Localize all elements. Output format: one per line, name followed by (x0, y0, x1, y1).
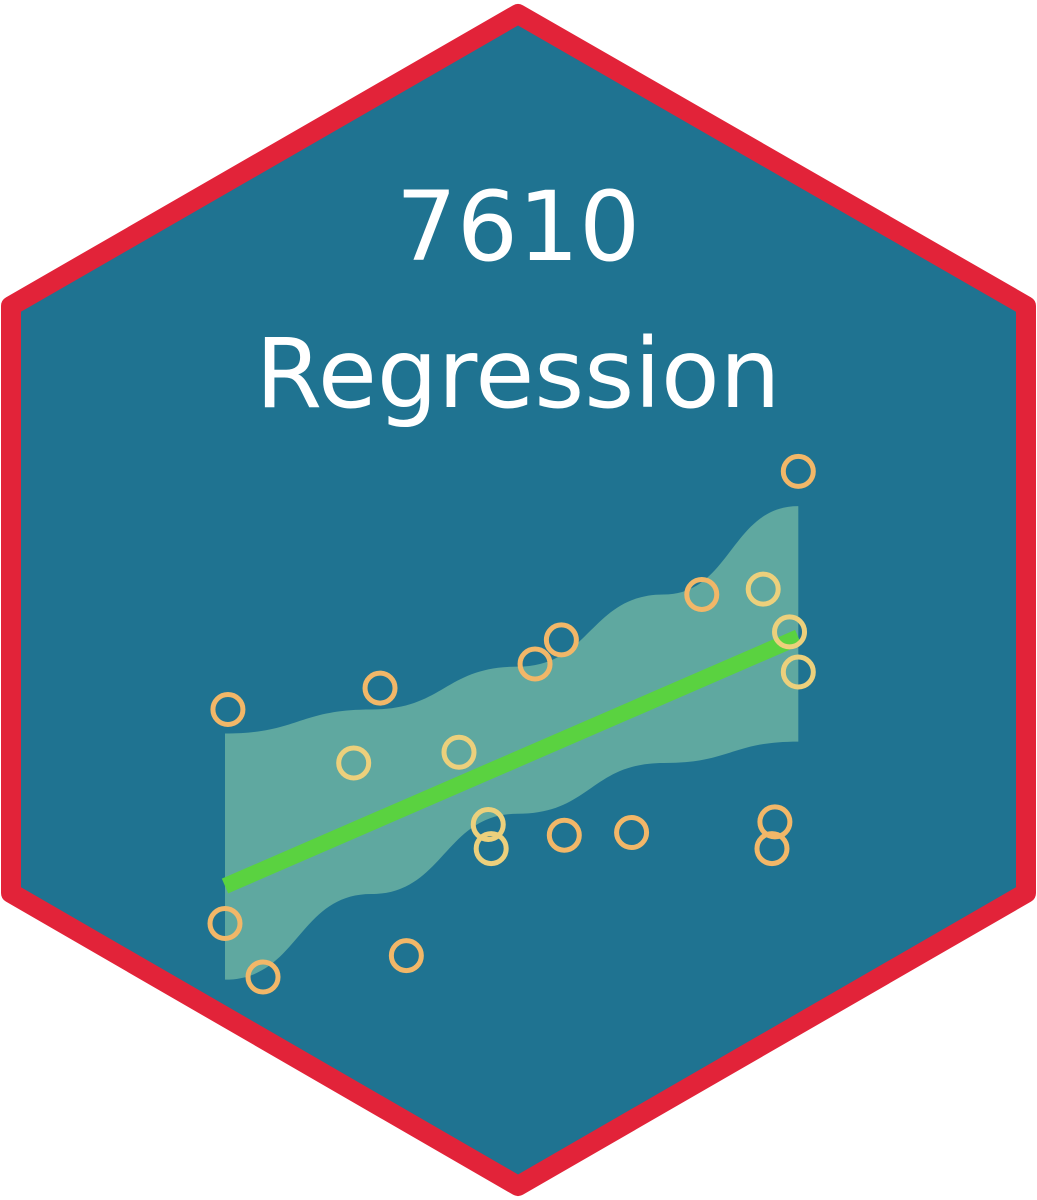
scatter-point (210, 691, 246, 727)
scatter-point (362, 670, 398, 706)
scatter-point (754, 831, 790, 867)
scatter-point (470, 807, 506, 842)
scatter-regression-icon (207, 453, 816, 995)
scatter-point (780, 453, 816, 489)
scatter-point (473, 831, 509, 867)
title-word: Regression (255, 318, 780, 430)
scatter-point (684, 576, 720, 612)
title-number: 7610 (396, 171, 640, 283)
regression-fit-line (221, 629, 802, 894)
scatter-point (614, 815, 650, 851)
scatter-point (207, 905, 243, 941)
scatter-point (336, 745, 372, 781)
scatter-point (441, 734, 477, 770)
scatter-point (745, 571, 781, 607)
scatter-point (757, 804, 793, 840)
scatter-point (780, 654, 816, 690)
scatter-point (245, 959, 281, 995)
confidence-band (225, 506, 799, 980)
scatter-point (517, 646, 553, 682)
scatter-point (388, 938, 424, 974)
scatter-point (543, 622, 579, 658)
scatter-point (772, 614, 808, 650)
scatter-point (546, 817, 582, 853)
